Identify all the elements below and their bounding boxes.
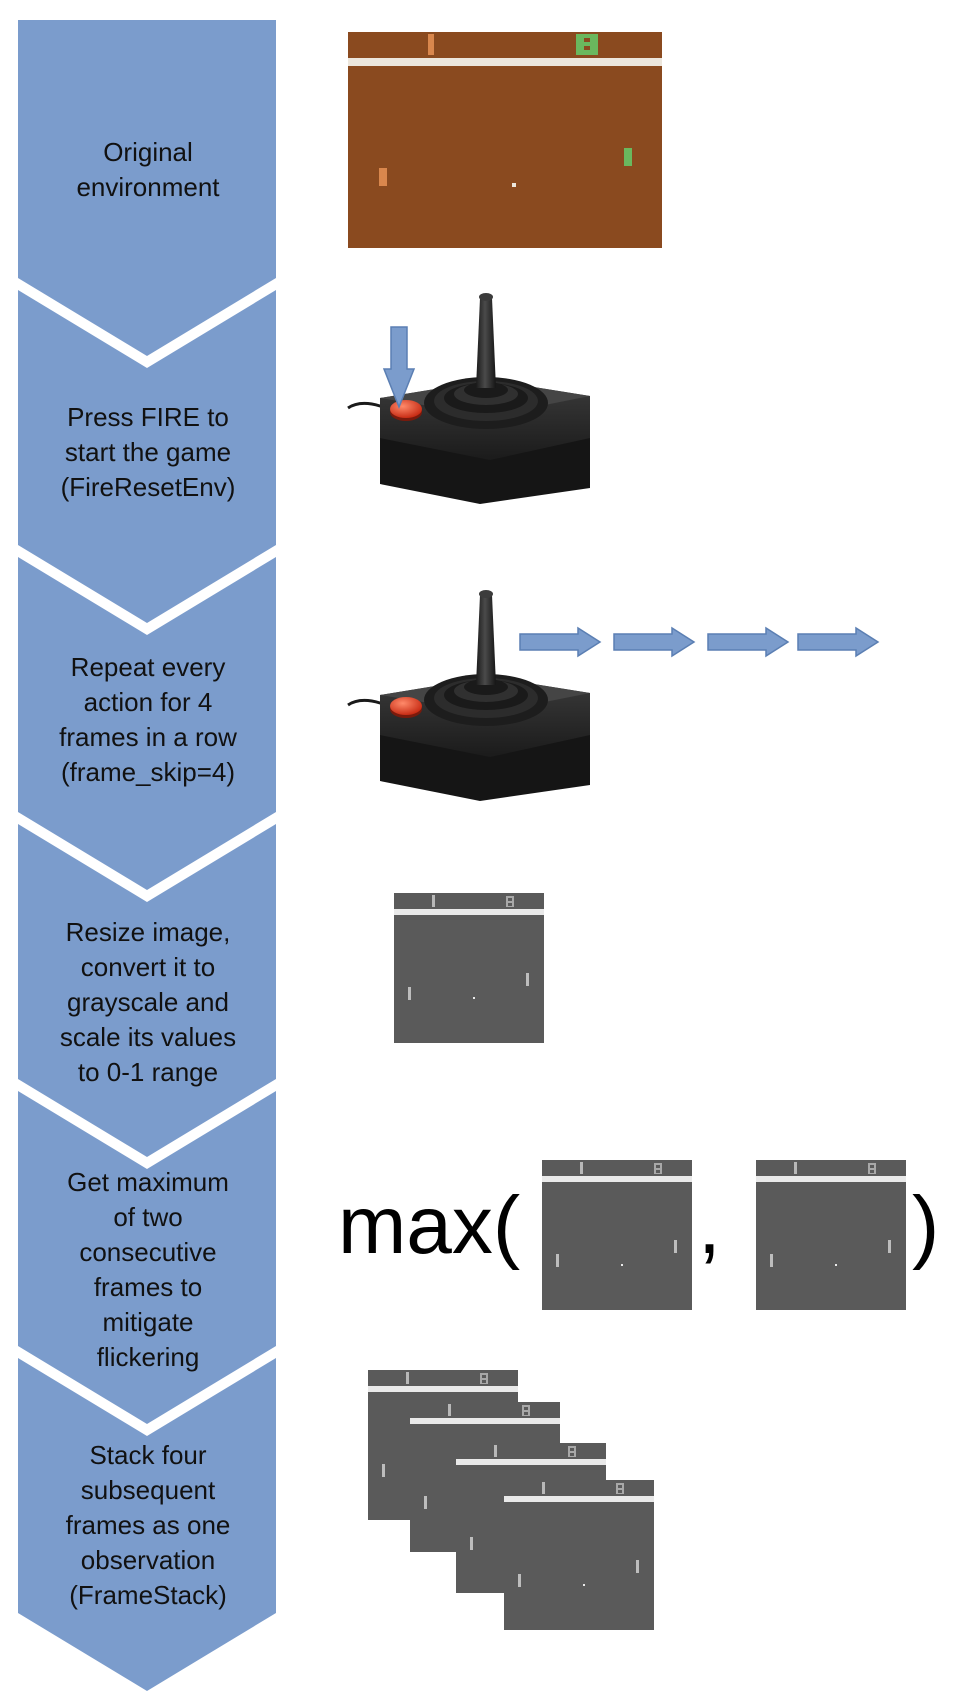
step-chevron-5	[18, 1091, 276, 1424]
step-chevron-3	[18, 557, 276, 890]
max-frame-1	[542, 1160, 692, 1310]
arrow-right-icon	[519, 627, 601, 657]
max-function-label: max(	[338, 1180, 521, 1271]
max-close-paren: )	[912, 1180, 940, 1271]
step-label-4: Resize image, convert it to grayscale an…	[59, 917, 237, 1087]
step-chevron-1	[18, 20, 276, 356]
joystick-icon	[346, 588, 592, 803]
arrow-right-icon	[797, 627, 879, 657]
joystick-icon	[346, 291, 592, 506]
step-chevron-2	[18, 290, 276, 623]
step-chevron-6	[18, 1358, 276, 1691]
frame-skip-arrows	[519, 627, 879, 657]
chevron-column	[18, 20, 276, 1691]
step-label-6: Stack four subsequent frames as one obse…	[65, 1440, 231, 1610]
step-label-3: Repeat every action for 4 frames in a ro…	[59, 652, 237, 787]
original-game-frame	[348, 32, 662, 248]
arrow-right-icon	[613, 627, 695, 657]
frame-stack	[368, 1370, 654, 1630]
max-frame-2	[756, 1160, 906, 1310]
max-separator: ,	[698, 1180, 721, 1271]
stacked-frame-4	[504, 1480, 654, 1630]
arrow-right-icon	[707, 627, 789, 657]
step-label-5: Get maximum of two consecutive frames to…	[67, 1167, 229, 1372]
step-chevron-4	[18, 824, 276, 1157]
step-label-2: Press FIRE to start the game (FireResetE…	[60, 402, 236, 502]
arrow-down-icon	[382, 326, 416, 410]
step-label-1: Original environment	[76, 137, 220, 202]
grayscale-frame	[394, 893, 544, 1043]
